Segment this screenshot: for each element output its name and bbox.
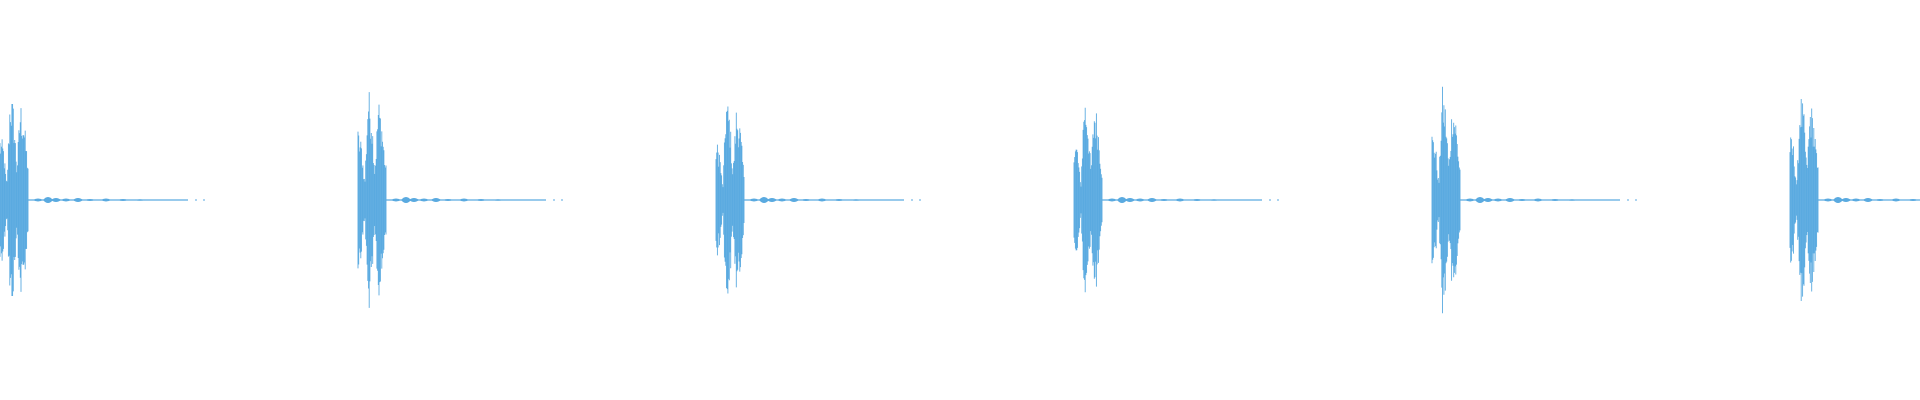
audio-pulse	[1789, 98, 1920, 302]
audio-pulse	[1431, 86, 1637, 314]
pulse-tail-bump	[101, 198, 111, 202]
pulse-layer	[0, 86, 1920, 314]
pulse-tail-bump	[61, 198, 71, 202]
pulse-tail-bump	[789, 198, 799, 202]
audio-pulse	[715, 106, 921, 294]
pulse-tail-bump	[118, 199, 128, 201]
pulse-tail-bump	[1117, 197, 1127, 203]
pulse-tail-bump	[1891, 198, 1901, 202]
pulse-tail-bump	[33, 198, 43, 202]
pulse-tail-bump	[1147, 198, 1157, 202]
pulse-tail-bump	[1135, 198, 1145, 202]
pulse-tail-bump	[1550, 199, 1560, 201]
pulse-tail-bump	[85, 199, 95, 201]
pulse-tail-bump	[1107, 198, 1117, 202]
pulse-tail-bump	[409, 198, 419, 202]
pulse-tail-bump	[51, 198, 61, 202]
pulse-tail-bump	[1125, 198, 1135, 202]
pulse-tail-bump	[1465, 198, 1475, 202]
pulse-tail-bump	[801, 199, 811, 201]
pulse-tail-bump	[1175, 198, 1185, 202]
pulse-tail-bump	[459, 198, 469, 202]
pulse-tail-bump	[1841, 198, 1851, 202]
audio-pulse	[1073, 107, 1279, 293]
pulse-tail-bump	[1875, 199, 1885, 201]
pulse-tail-bump	[1483, 198, 1493, 202]
audio-pulse	[357, 92, 563, 308]
pulse-tail-bump	[767, 198, 777, 202]
pulse-tail-bump	[391, 198, 401, 202]
pulse-tail-bump	[1863, 198, 1873, 202]
pulse-tail-bump	[749, 198, 759, 202]
pulse-tail-bump	[1833, 197, 1843, 203]
pulse-tail-bump	[1533, 198, 1543, 202]
pulse-tail-bump	[419, 198, 429, 202]
pulse-tail-bump	[1517, 199, 1527, 201]
pulse-tail-bump	[1475, 197, 1485, 203]
pulse-tail-bump	[777, 198, 787, 202]
pulse-tail-bump	[759, 197, 769, 203]
pulse-tail-bump	[431, 198, 441, 202]
pulse-tail-bump	[476, 199, 486, 201]
pulse-tail-bump	[1192, 199, 1202, 201]
pulse-tail-bump	[1159, 199, 1169, 201]
pulse-tail-bump	[1823, 198, 1833, 202]
pulse-tail-bump	[1493, 198, 1503, 202]
pulse-tail-bump	[834, 199, 844, 201]
pulse-tail-bump	[443, 199, 453, 201]
pulse-tail-bump	[817, 198, 827, 202]
pulse-tail-bump	[1851, 198, 1861, 202]
pulse-tail-bump	[43, 197, 53, 203]
pulse-tail-bump	[1567, 199, 1577, 201]
audio-pulse	[0, 104, 205, 296]
pulse-tail-bump	[1908, 199, 1918, 201]
pulse-tail-bump	[73, 198, 83, 202]
pulse-tail-bump	[851, 199, 861, 201]
pulse-tail-bump	[1209, 199, 1219, 201]
pulse-tail-bump	[1505, 198, 1515, 202]
pulse-tail-bump	[493, 199, 503, 201]
pulse-tail-bump	[401, 197, 411, 203]
pulse-tail-bump	[135, 199, 145, 201]
